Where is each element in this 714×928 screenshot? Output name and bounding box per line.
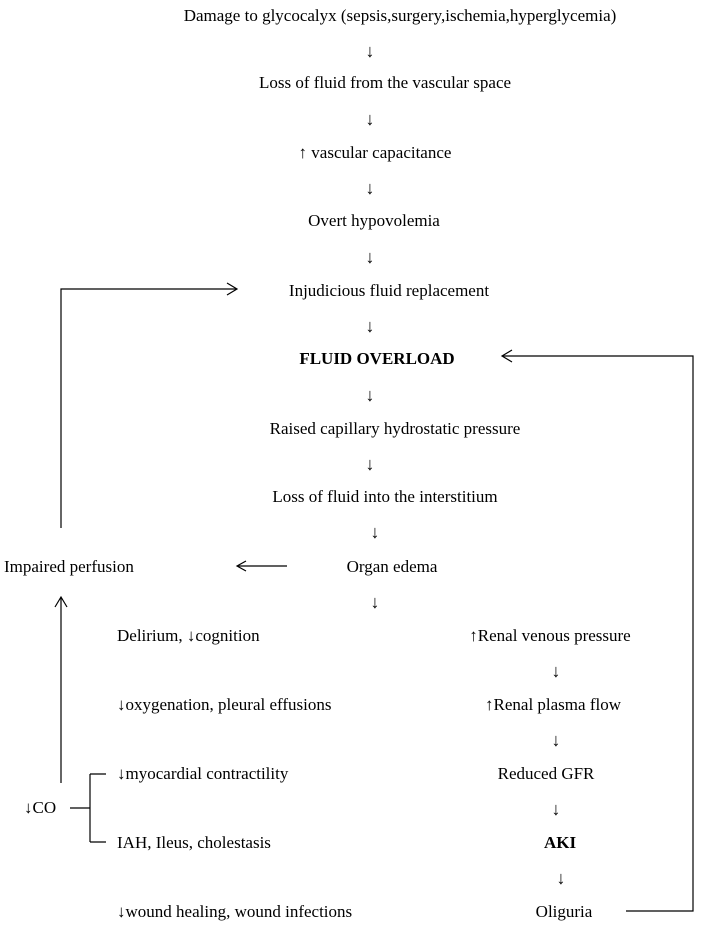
effect-iah: IAH, Ileus, cholestasis [117, 833, 271, 852]
node-glycocalyx-damage: Damage to glycocalyx (sepsis,surgery,isc… [183, 6, 617, 25]
arrowhead-up-icon [54, 595, 68, 608]
down-arrow-icon: ↓ [365, 385, 375, 405]
node-capillary-pressure: Raised capillary hydrostatic pressure [269, 419, 521, 438]
down-arrow-icon: ↓ [365, 454, 375, 474]
down-arrow-icon: ↓ [551, 799, 561, 819]
down-arrow-icon: ↓ [370, 592, 380, 612]
feedback-line-oliguria-to-overload [503, 355, 694, 912]
arrowhead-left-icon [235, 560, 247, 572]
effect-wound: ↓wound healing, wound infections [117, 902, 353, 921]
effect-oxygenation: ↓oxygenation, pleural effusions [117, 695, 332, 714]
node-impaired-perfusion: Impaired perfusion [4, 557, 134, 576]
renal-venous-pressure: ↑Renal venous pressure [469, 626, 631, 645]
renal-oliguria: Oliguria [535, 902, 593, 921]
arrowhead-left-icon [500, 349, 513, 363]
down-arrow-icon: ↓ [365, 316, 375, 336]
down-arrow-icon: ↓ [365, 41, 375, 61]
node-overt-hypovolemia: Overt hypovolemia [308, 211, 440, 230]
arrowhead-right-icon [226, 282, 239, 296]
node-vascular-capacitance: ↑ vascular capacitance [298, 143, 452, 162]
down-arrow-icon: ↓ [370, 522, 380, 542]
effect-myocardial: ↓myocardial contractility [117, 764, 289, 783]
node-vascular-fluid-loss: Loss of fluid from the vascular space [258, 73, 512, 92]
co-bracket [70, 773, 106, 843]
renal-aki: AKI [543, 833, 577, 852]
feedback-line-impaired-to-fluid [60, 288, 236, 528]
node-fluid-overload: FLUID OVERLOAD [299, 349, 455, 368]
node-organ-edema: Organ edema [346, 557, 438, 576]
effect-delirium: Delirium, ↓cognition [117, 626, 260, 645]
down-arrow-icon: ↓ [365, 247, 375, 267]
down-arrow-icon: ↓ [556, 868, 566, 888]
down-arrow-icon: ↓ [551, 661, 561, 681]
node-injudicious-fluid: Injudicious fluid replacement [288, 281, 490, 300]
node-cardiac-output: ↓CO [24, 798, 57, 817]
down-arrow-icon: ↓ [365, 109, 375, 129]
renal-reduced-gfr: Reduced GFR [497, 764, 595, 783]
node-interstitium-loss: Loss of fluid into the interstitium [272, 487, 498, 506]
down-arrow-icon: ↓ [365, 178, 375, 198]
down-arrow-icon: ↓ [551, 730, 561, 750]
renal-plasma-flow: ↑Renal plasma flow [485, 695, 621, 714]
